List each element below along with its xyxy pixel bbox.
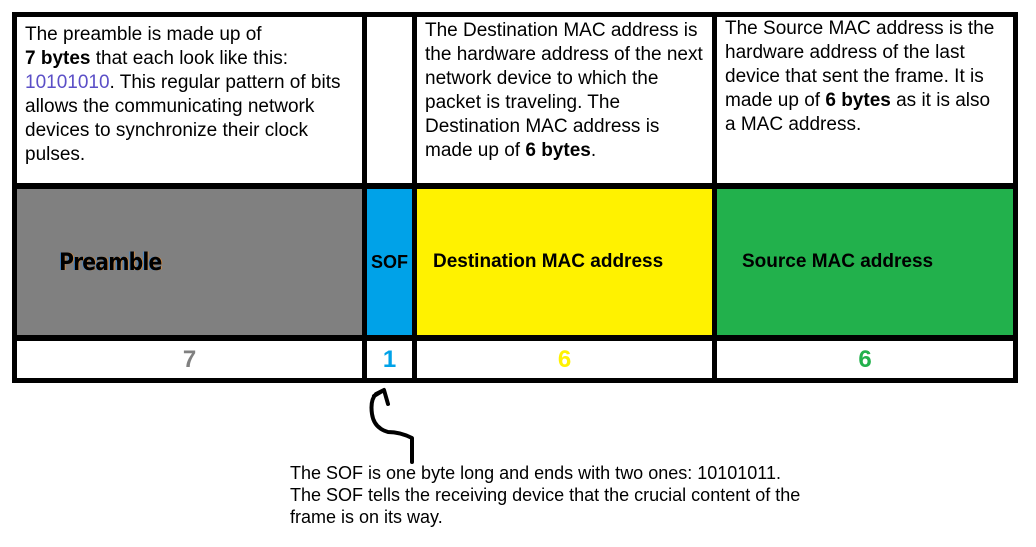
source-field: Source MAC address — [717, 189, 1013, 335]
sof-note-line: frame is on its way. — [290, 507, 443, 527]
destination-bytes: 6 — [417, 341, 712, 378]
preamble-bytes-bold: 7 bytes — [25, 48, 91, 69]
source-bytes: 6 — [717, 341, 1013, 378]
destination-bytes-bold: 6 bytes — [525, 140, 591, 161]
sof-field: SOF — [367, 189, 412, 335]
ethernet-frame-table: The preamble is made up of 7 bytes that … — [12, 12, 1018, 383]
preamble-byte-count: 7 — [182, 345, 197, 373]
sof-bytes: 1 — [367, 341, 412, 378]
destination-desc-text-2: . — [590, 140, 597, 161]
source-desc-text: The Source MAC address is the hardware a… — [725, 18, 995, 111]
destination-desc-text: The Destination MAC address is the hardw… — [425, 20, 703, 161]
preamble-desc-text-2: that each look like this: — [90, 48, 288, 69]
destination-field: Destination MAC address — [417, 189, 712, 335]
preamble-desc-text: The preamble is made up of — [25, 24, 262, 45]
preamble-desc-text-3: . This regular pattern of bits allows th… — [25, 72, 341, 165]
sof-note: The SOF is one byte long and ends with t… — [290, 462, 800, 528]
sof-description-empty — [367, 17, 412, 183]
preamble-field: Preamble — [17, 189, 362, 335]
sof-note-line: The SOF is one byte long and ends with t… — [290, 463, 781, 483]
preamble-bytes: 7 — [17, 341, 362, 378]
sof-byte-count: 1 — [382, 345, 397, 373]
source-byte-count: 6 — [858, 345, 872, 373]
source-desc-text-2: as it is also a MAC address. — [725, 90, 991, 135]
sof-label: SOF — [370, 251, 408, 272]
destination-byte-count: 6 — [557, 345, 572, 373]
source-description: The Source MAC address is the hardware a… — [717, 17, 1013, 183]
sof-note-line: The SOF tells the receiving device that … — [290, 485, 801, 505]
source-bytes-bold: 6 bytes — [825, 90, 891, 111]
arrow-icon — [369, 388, 414, 464]
preamble-bits: 10101010 — [25, 72, 110, 93]
source-label: Source MAC address — [742, 251, 934, 272]
preamble-description: The preamble is made up of 7 bytes that … — [17, 17, 362, 183]
preamble-label: Preamble — [59, 248, 162, 276]
destination-description: The Destination MAC address is the hardw… — [417, 17, 712, 183]
destination-label: Destination MAC address — [433, 251, 664, 272]
